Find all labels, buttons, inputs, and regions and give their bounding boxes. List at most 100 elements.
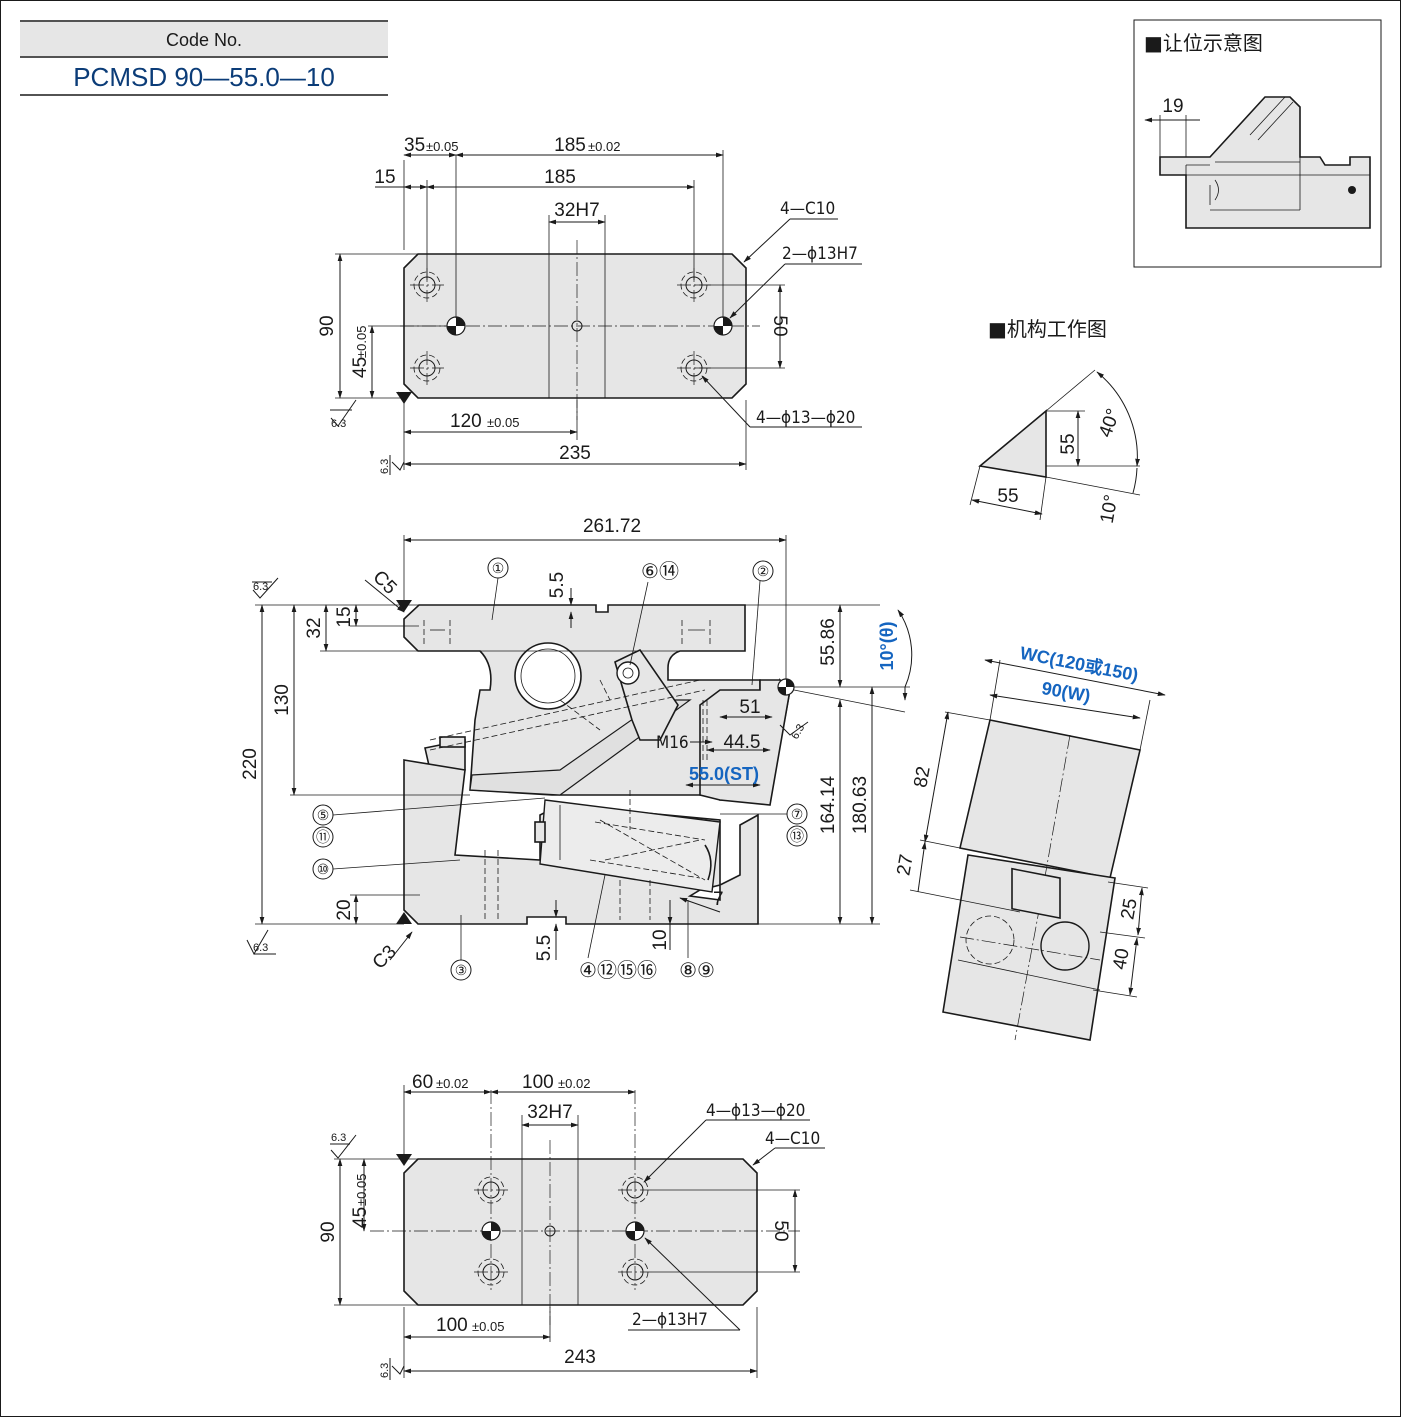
code-number-block: Code No. PCMSD 90—55.0—10	[20, 20, 388, 96]
side-key-slot	[1011, 867, 1061, 919]
svg-text:⑧⑨: ⑧⑨	[679, 960, 715, 982]
clearance-part-outline	[1159, 96, 1371, 229]
front-dim-5-5-top: 5.5	[547, 572, 568, 598]
bottom-view-pin	[481, 1221, 501, 1241]
side-dim-40: 40	[1109, 947, 1133, 971]
side-dim-25: 25	[1117, 897, 1141, 921]
clearance-view: ■让位示意图 19	[1133, 19, 1382, 268]
front-dim-20: 20	[334, 899, 355, 920]
front-dim-7: 7	[713, 889, 724, 910]
front-stroke: 55.0(ST)	[689, 764, 759, 784]
top-callout-chamfer: 4—C10	[780, 199, 835, 219]
svg-text:③: ③	[455, 962, 468, 978]
roughness-symbol: 6.3	[252, 577, 412, 612]
part-label: ②	[751, 560, 774, 686]
top-view-pin	[713, 316, 733, 336]
roughness-value: 6.3	[789, 722, 807, 741]
front-dim-32: 32	[304, 617, 325, 638]
front-dim-164-14: 164.14	[818, 776, 839, 835]
mechanism-view-title: ■机构工作图	[988, 317, 1107, 341]
svg-text:⑦: ⑦	[791, 806, 804, 822]
top-view-plate	[403, 253, 747, 399]
svg-text:⑪: ⑪	[316, 829, 330, 845]
front-dim-220: 220	[240, 748, 261, 780]
front-dim-5-5-bottom: 5.5	[534, 935, 555, 961]
top-callout-holes: 4—ϕ13—ϕ20	[756, 408, 855, 428]
part-label: ③	[450, 915, 472, 981]
svg-text:⑤: ⑤	[317, 807, 330, 823]
top-view-pin	[446, 316, 466, 336]
side-upper-block	[959, 719, 1141, 879]
svg-text:⑥⑭: ⑥⑭	[641, 560, 679, 583]
top-dim-235: 235	[559, 443, 591, 464]
roughness-value: 6.3	[253, 581, 268, 593]
front-dim-55-86: 55.86	[818, 618, 839, 666]
front-bore	[514, 642, 582, 710]
top-dim-120: 120	[450, 411, 482, 432]
front-dim-261-72: 261.72	[583, 516, 641, 537]
top-dim-32h7: 32H7	[554, 200, 599, 221]
svg-text:⑬: ⑬	[790, 828, 804, 844]
bottom-callout-holes: 4—ϕ13—ϕ20	[706, 1101, 805, 1121]
roughness-value: 6.3	[331, 418, 346, 430]
front-driver	[699, 679, 791, 806]
mechanism-dim-horizontal: 55	[997, 486, 1018, 507]
top-dim-45-tol: ±0.05	[354, 326, 369, 358]
mechanism-wedge	[978, 409, 1047, 478]
bottom-dim-45: 45	[350, 1207, 371, 1228]
bottom-dim-100-bottom-tol: ±0.05	[472, 1319, 504, 1334]
top-callout-pins: 2—ϕ13H7	[782, 244, 858, 264]
top-dim-15: 15	[374, 167, 395, 188]
side-dim-w: 90(W)	[1040, 678, 1092, 706]
part-label: ⑧⑨	[679, 900, 715, 982]
front-view: 261.72 5.5 C5 32 15 130 220 20 C3 5.5 10	[240, 516, 913, 982]
front-dim-51: 51	[739, 697, 760, 718]
side-dim-27: 27	[893, 853, 917, 877]
bottom-dim-50: 50	[770, 1220, 791, 1241]
bottom-view: 60 ±0.02 100 ±0.02 32H7 100 ±0.05 243 90…	[318, 1072, 825, 1380]
bottom-callout-chamfer: 4—C10	[765, 1129, 820, 1149]
part-label: ④⑫⑮⑯	[579, 874, 657, 982]
side-lower-block	[942, 854, 1116, 1041]
roughness-value: 6.3	[331, 1132, 346, 1144]
mechanism-view: ■机构工作图 55 55 40° 10°	[969, 317, 1141, 525]
clearance-view-title: ■让位示意图	[1144, 31, 1263, 55]
top-dim-50: 50	[769, 315, 790, 336]
front-dim-15: 15	[334, 606, 355, 627]
front-angle-theta: 10°(θ)	[877, 622, 897, 671]
svg-text:④⑫⑮⑯: ④⑫⑮⑯	[579, 959, 657, 982]
bottom-view-plate	[403, 1158, 758, 1306]
clearance-dim-19: 19	[1162, 96, 1183, 117]
roughness-symbol: 6.3	[330, 1132, 412, 1166]
top-dim-185: 185	[544, 167, 576, 188]
bottom-dim-243: 243	[564, 1347, 596, 1368]
svg-text:①: ①	[492, 560, 505, 576]
roughness-symbol: 6.3	[379, 455, 405, 475]
roughness-symbol: 6.3	[246, 912, 412, 956]
bottom-dim-60-tol: ±0.02	[436, 1076, 468, 1091]
clearance-view-box	[1133, 19, 1382, 268]
bottom-dim-32h7: 32H7	[527, 1102, 572, 1123]
side-view: WC(120或150) 90(W) 82 27 25 40	[893, 642, 1166, 1041]
bottom-dim-90: 90	[318, 1221, 339, 1242]
front-dim-130: 130	[272, 684, 293, 716]
side-bore	[1040, 921, 1090, 971]
roughness-value: 6.3	[379, 1363, 391, 1378]
mechanism-dim-vertical: 55	[1058, 433, 1079, 454]
bottom-dim-45-tol: ±0.05	[354, 1174, 369, 1206]
mechanism-angle-top: 40°	[1095, 406, 1125, 440]
part-label: ⑩	[312, 858, 461, 880]
top-dim-35-tol: ±0.05	[426, 139, 458, 154]
svg-text:②: ②	[757, 563, 770, 579]
side-dim-wc: WC(120或150)	[1018, 642, 1140, 686]
roughness-symbol: 6.3	[379, 1358, 405, 1380]
part-label: ①	[487, 557, 509, 621]
top-dim-35: 35	[404, 135, 425, 156]
bottom-view-pin	[625, 1221, 645, 1241]
top-view: 35 ±0.05 185 ±0.02 15 185 32H7 120 ±0.05…	[317, 135, 862, 475]
top-dim-45: 45	[350, 357, 371, 378]
bottom-callout-pins: 2—ϕ13H7	[632, 1310, 708, 1330]
bottom-dim-60: 60	[412, 1072, 433, 1093]
front-dim-44-5: 44.5	[724, 732, 761, 753]
